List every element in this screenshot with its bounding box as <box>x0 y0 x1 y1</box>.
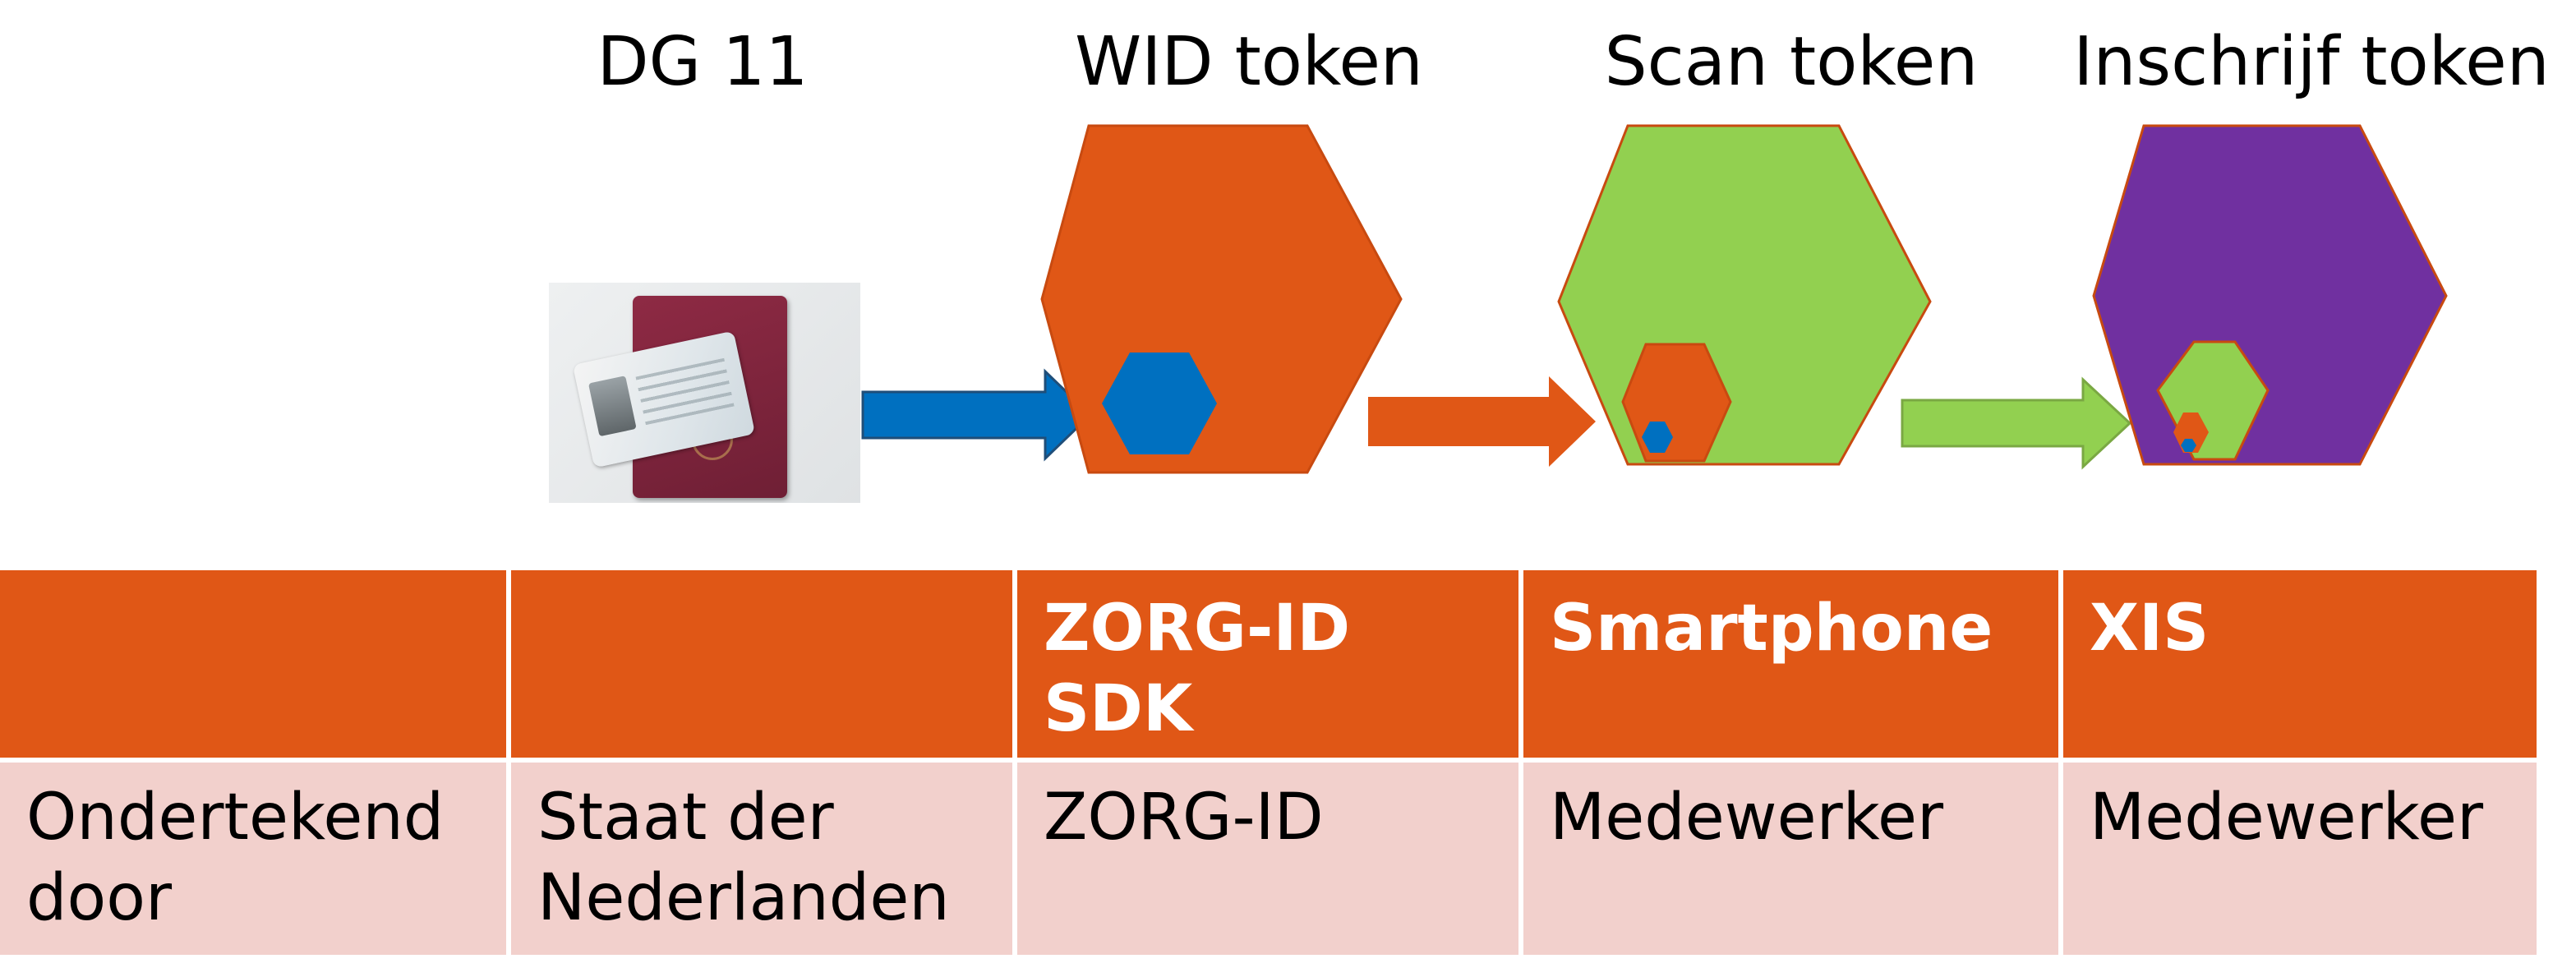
table-row: Ondertekend door Staat der Nederlanden Z… <box>0 763 2537 955</box>
heading-scan-token: Scan token <box>1604 23 1979 101</box>
inschrijf-token-nested-hexagon-2 <box>2173 412 2209 453</box>
scan-token-inner-hexagon <box>1642 422 1673 453</box>
table-header-cell: Smartphone <box>1523 570 2063 758</box>
wid-token-hexagon <box>1040 124 1403 474</box>
passport-photo <box>549 283 860 503</box>
inschrijf-token-hexagon <box>2092 124 2448 466</box>
table-cell: Staat der Nederlanden <box>511 763 1017 955</box>
table-header-cell: XIS <box>2063 570 2537 758</box>
heading-dg11: DG 11 <box>597 23 809 101</box>
heading-wid-token: WID token <box>1075 23 1423 101</box>
table-cell: ZORG-ID <box>1017 763 1523 955</box>
table-header-cell <box>511 570 1017 758</box>
info-table: ZORG-ID SDK Smartphone XIS Ondertekend d… <box>0 570 2537 955</box>
wid-token-nested-hexagon <box>1102 353 1217 454</box>
token-flow-diagram <box>861 124 2448 474</box>
table-cell: Ondertekend door <box>0 763 511 955</box>
heading-inschrijf-token: Inschrijf token <box>2073 23 2550 101</box>
inschrijf-token-inner-hexagon <box>2181 439 2196 452</box>
arrow-wid-to-scan <box>1368 376 1596 467</box>
scan-token-hexagon <box>1557 124 1932 466</box>
table-header-cell: ZORG-ID SDK <box>1017 570 1523 758</box>
table-header-cell <box>0 570 511 758</box>
table-cell: Medewerker <box>2063 763 2537 955</box>
table-header-row: ZORG-ID SDK Smartphone XIS <box>0 570 2537 758</box>
arrow-scan-to-inschrijf <box>1901 376 2132 470</box>
table-cell: Medewerker <box>1523 763 2063 955</box>
arrow-dg11-to-wid <box>861 368 1093 462</box>
